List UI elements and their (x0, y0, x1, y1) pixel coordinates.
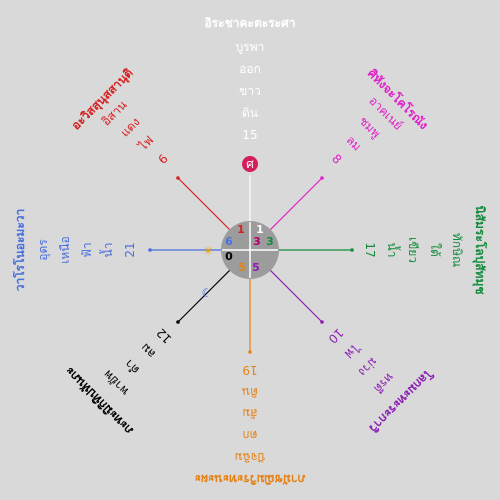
east-line: ทักษิณ (450, 233, 464, 267)
center-number: 1 (256, 223, 264, 236)
south-line: ภามัชฌิมวิระทะนะผะ (195, 472, 306, 486)
label-group-northeast: ศิหังจะโคโรณัง อาคเนย์ ชมพู ลม 8 (329, 66, 431, 167)
southwest-line: ดำ (122, 357, 142, 377)
north-line: ออก (239, 62, 261, 76)
south-line: 19 (242, 363, 257, 377)
west-line: 21 (123, 242, 137, 257)
end-mark (350, 248, 354, 252)
label-group-northwest: อะวิสสุนุสสานุติ อิสาน แดง ไฟ 6 (69, 66, 171, 167)
west-line: น้ำ (99, 243, 115, 258)
label-group-north: อิระชาคะตะระศา บูรพา ออก ขาว ดิน 15 (205, 16, 296, 142)
northwest-line: แดง (118, 115, 143, 140)
west-line: อุดร (36, 239, 51, 261)
end-mark (320, 320, 324, 324)
northeast-line: 8 (329, 152, 344, 167)
northeast-line: ชมพู (356, 114, 384, 142)
center-number: 3 (253, 235, 261, 248)
center-number: 5 (238, 261, 246, 274)
east-line: เขียว (406, 237, 420, 263)
north-line: อิระชาคะตะระศา (205, 16, 296, 30)
northeast-line: ลม (343, 133, 364, 154)
end-mark (176, 176, 180, 180)
west-line: เหนือ (58, 236, 72, 263)
end-mark (148, 248, 152, 252)
label-group-southeast: โลกมะทะระกาวิ หรดี ม่วง ไฟ 10 (325, 325, 436, 436)
moon-icon: ☾ (202, 286, 213, 300)
east-line: น้ำ (385, 243, 401, 258)
south-line: ตก (242, 428, 257, 442)
west-line: วาโรโนอะมะวา (12, 209, 27, 292)
south-line: ส้ม (242, 406, 257, 420)
north-line: ขาว (239, 84, 261, 98)
center-numbers: 1 1 3 3 5 5 0 6 (225, 223, 274, 274)
north-badge (242, 156, 258, 172)
label-group-southwest: ภะทะมิกิทิปหันภะ พายัพ ดำ ลม 12 (62, 325, 174, 437)
end-mark (248, 350, 252, 354)
north-line: ดิน (242, 106, 258, 120)
southeast-line: หรดี (371, 370, 397, 396)
spoke-end-marks (148, 176, 354, 354)
end-mark (176, 320, 180, 324)
east-line: ใต้ (428, 243, 442, 257)
label-group-east: นิสัมระโลปุสัทมุช ทักษิณ ใต้ เขียว น้ำ 1… (363, 205, 488, 294)
southeast-line: ม่วง (356, 355, 380, 379)
center-number: 3 (266, 235, 274, 248)
center-number: 6 (225, 235, 233, 248)
south-line: ปัจฉิม (235, 450, 266, 464)
east-line: 17 (363, 242, 377, 257)
center-number: 5 (252, 261, 260, 274)
north-line: บูรพา (236, 40, 265, 55)
end-mark (320, 176, 324, 180)
north-line: 15 (242, 128, 257, 142)
southeast-line: ไฟ (342, 340, 363, 361)
south-line: ดิน (242, 385, 258, 399)
southeast-line: 10 (325, 325, 346, 346)
label-group-west: วาโรโนอะมะวา อุดร เหนือ ฟ้า น้ำ 21 (12, 209, 137, 292)
southwest-line: 12 (154, 325, 175, 346)
southeast-line: โลกมะทะระกาวิ (366, 366, 436, 436)
west-line: ฟ้า (80, 242, 94, 257)
sun-icon: ☀ (203, 244, 214, 258)
east-line: นิสัมระโลปุสัทมุช (472, 205, 488, 294)
southwest-line: ลม (138, 340, 159, 361)
center-number: 0 (225, 250, 233, 263)
northwest-line: ไฟ (135, 133, 156, 154)
northwest-line: 6 (156, 152, 171, 167)
center-number: 1 (237, 223, 245, 236)
label-group-south: ภามัชฌิมวิระทะนะผะ ปัจฉิม ตก ส้ม ดิน 19 (195, 363, 306, 486)
southwest-line: ภะทะมิกิทิปหันภะ (62, 364, 135, 437)
north-badge-glyph: ศ (246, 157, 254, 171)
